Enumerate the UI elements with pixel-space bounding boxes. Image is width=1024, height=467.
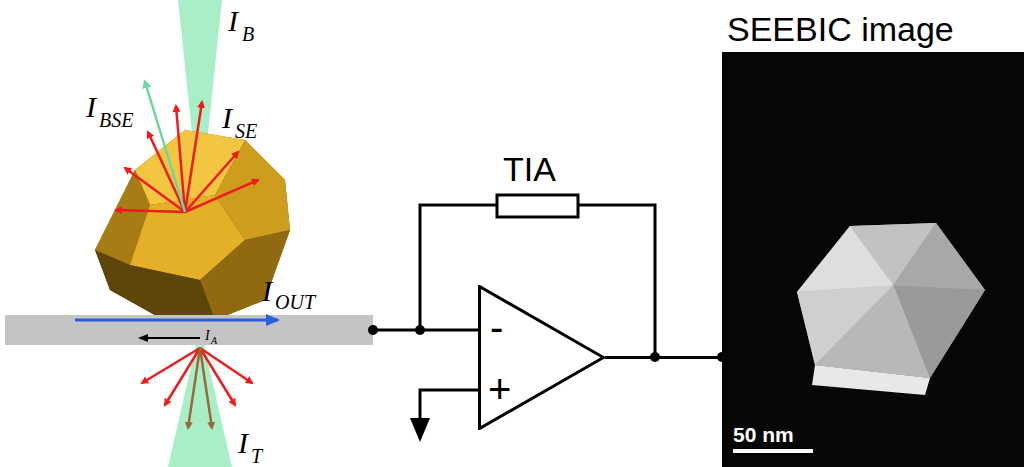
ground-symbol xyxy=(410,418,430,442)
bse-current-symbol: I xyxy=(86,92,96,122)
transmitted-current-symbol: I xyxy=(238,428,248,458)
imaged-particle xyxy=(797,223,985,395)
non-inverting-input: + xyxy=(488,369,511,409)
output-wire xyxy=(605,356,722,359)
output-current-subscript: OUT xyxy=(275,292,315,312)
beam-current-symbol: I xyxy=(228,6,238,36)
op-amp: -+ xyxy=(478,285,605,430)
beam-current-subscript: B xyxy=(242,24,254,44)
backscattered-arrow xyxy=(145,82,185,212)
image-title: SEEBIC image xyxy=(727,12,954,46)
scale-bar xyxy=(733,449,813,453)
tia-label: TIA xyxy=(503,152,556,186)
inverting-input: - xyxy=(490,307,503,347)
image-panel: SEEBIC image 50 nm xyxy=(722,0,1024,467)
absorbed-current-symbol: I xyxy=(205,329,210,343)
absorbed-current-subscript: A xyxy=(211,336,217,346)
exit-electrons xyxy=(142,348,252,405)
output-current-arrow xyxy=(75,319,278,322)
se-current-subscript: SE xyxy=(235,121,257,141)
secondary-electrons xyxy=(116,102,258,212)
support-film xyxy=(5,315,373,345)
transmitted-current-subscript: T xyxy=(251,446,262,466)
sem-image xyxy=(722,52,1024,467)
se-current-symbol: I xyxy=(222,103,232,133)
bse-current-subscript: BSE xyxy=(99,110,133,130)
transmitted-electrons xyxy=(188,348,212,428)
output-current-symbol: I xyxy=(262,276,272,306)
absorbed-current-arrow xyxy=(140,337,200,339)
scale-label: 50 nm xyxy=(733,424,794,445)
